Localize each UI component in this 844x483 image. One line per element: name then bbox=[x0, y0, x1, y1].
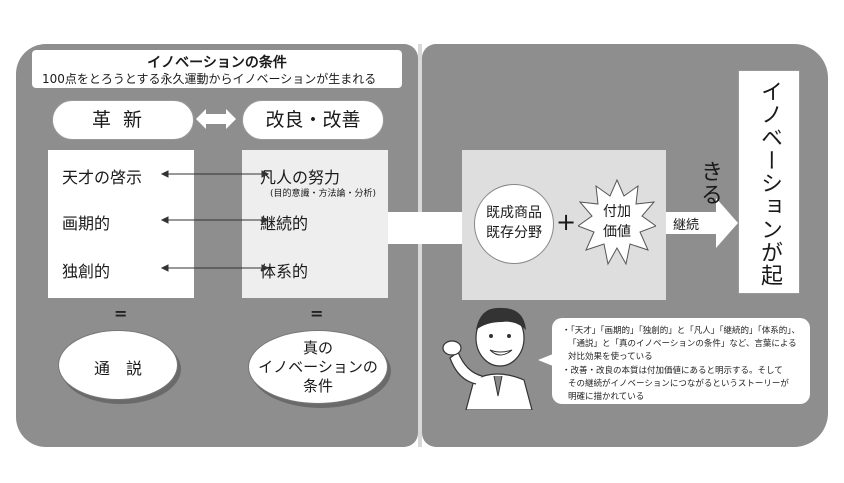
trait-left-2: 画期的 bbox=[62, 214, 111, 233]
trait-mid-1: 凡人の努力 bbox=[260, 168, 341, 187]
common-belief-oval: 通 説 bbox=[58, 330, 178, 400]
added-value-line-1: 付加 bbox=[603, 204, 631, 220]
trait-mid-2: 継続的 bbox=[260, 214, 309, 233]
existing-product-text: 既成商品 既存分野 bbox=[475, 203, 553, 243]
true-condition-line-2: イノベーションの bbox=[258, 358, 378, 376]
note-line-2: 「通説」と「真のイノベーションの条件」など、言葉による bbox=[568, 339, 797, 349]
innovation-pill: 革新 bbox=[52, 100, 194, 140]
trait-left-1: 天才の啓示 bbox=[62, 168, 143, 187]
revolution-traits-box: 天才の啓示 画期的 独創的 bbox=[48, 150, 194, 298]
note-line-5: その継続がイノベーションにつながるというストーリーが bbox=[568, 379, 789, 389]
true-condition-line-3: 条件 bbox=[302, 377, 333, 395]
equals-sign-mid: = bbox=[310, 304, 324, 323]
trait-left-3: 独創的 bbox=[62, 262, 111, 281]
existing-product-line-2: 既存分野 bbox=[486, 225, 542, 241]
note-line-4: ・改善・改良の本質は付加価値にあると明示する。そして bbox=[562, 366, 783, 376]
book-spine bbox=[418, 44, 422, 447]
added-value-line-2: 価値 bbox=[603, 224, 631, 240]
innovation-result-text: イノベーションが起きる bbox=[697, 79, 782, 287]
existing-product-circle: 既成商品 既存分野 bbox=[474, 184, 554, 264]
connector-band bbox=[388, 212, 466, 244]
header-box: イノベーションの条件 100点をとろうとする永久運動からイノベーションが生まれる bbox=[32, 50, 402, 88]
continue-label: 継続 bbox=[673, 218, 700, 233]
common-belief-label: 通 説 bbox=[93, 359, 142, 378]
improvement-pill: 改良・改善 bbox=[242, 100, 384, 140]
trait-mid-3: 体系的 bbox=[260, 262, 309, 281]
trait-mid-1-sub: (目的意識・方法論・分析) bbox=[270, 189, 377, 199]
true-condition-oval: 真の イノベーションの 条件 bbox=[248, 330, 388, 404]
note-line-3: 対比効果を使っている bbox=[568, 352, 653, 362]
improvement-traits-box: 凡人の努力 (目的意識・方法論・分析) 継続的 体系的 bbox=[242, 150, 388, 298]
double-arrow-icon bbox=[196, 109, 236, 129]
added-value-text: 付加 価値 bbox=[578, 202, 656, 242]
note-line-6: 明確に描かれている bbox=[568, 392, 645, 402]
continue-arrow-icon bbox=[666, 198, 738, 248]
equals-sign-left: = bbox=[114, 304, 128, 323]
presenter-illustration bbox=[442, 307, 533, 410]
page-subtitle: 100点をとろうとする永久運動からイノベーションが生まれる bbox=[42, 72, 377, 86]
plus-sign: + bbox=[556, 208, 577, 236]
explanation-note: ・「天才」「画期的」「独創的」と「凡人」「継続的」「体系的」、 「通説」と「真の… bbox=[552, 318, 810, 404]
page-title: イノベーションの条件 bbox=[147, 55, 287, 71]
innovation-result-box: イノベーションが起きる bbox=[697, 70, 800, 294]
existing-product-line-1: 既成商品 bbox=[486, 205, 542, 221]
burst-star-icon bbox=[578, 178, 656, 266]
contrast-arrows bbox=[160, 170, 270, 272]
true-condition-line-1: 真の bbox=[302, 339, 333, 357]
note-line-1: ・「天才」「画期的」「独創的」と「凡人」「継続的」「体系的」、 bbox=[562, 326, 801, 336]
